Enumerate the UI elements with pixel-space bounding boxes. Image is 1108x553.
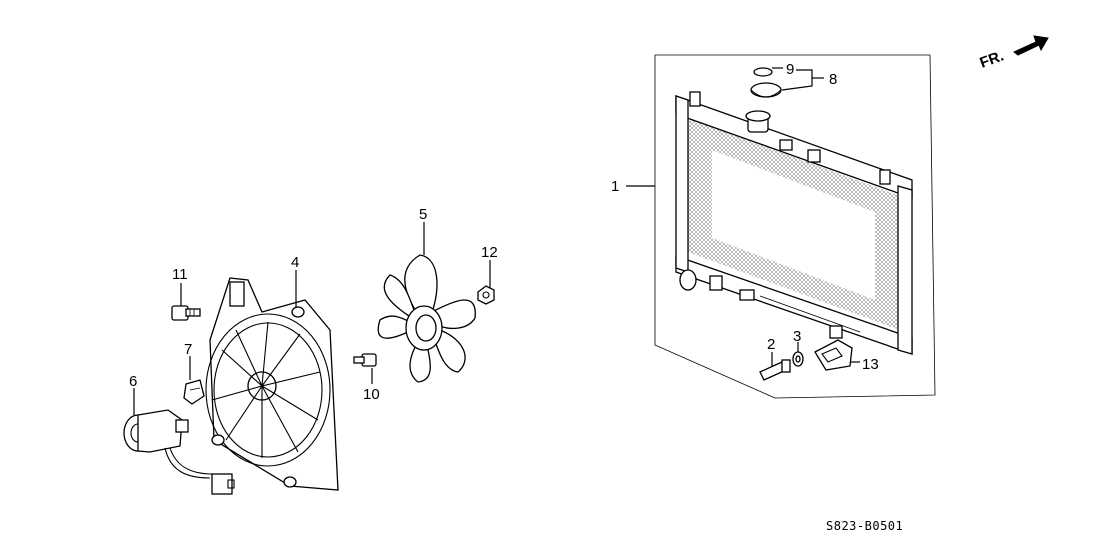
callout-7: 7 xyxy=(184,341,192,358)
callout-6: 6 xyxy=(129,373,137,390)
radiator xyxy=(675,91,913,355)
fan-shroud xyxy=(205,277,339,491)
flange-nut xyxy=(477,285,495,305)
callout-1: 1 xyxy=(611,178,619,195)
callout-5: 5 xyxy=(419,206,427,223)
radiator-cap xyxy=(750,67,782,98)
flange-bolt-10 xyxy=(353,353,377,367)
callout-13: 13 xyxy=(862,356,879,373)
wire-clip xyxy=(183,379,205,405)
front-arrow-icon xyxy=(1013,35,1049,56)
callout-10: 10 xyxy=(363,386,380,403)
fan-motor xyxy=(123,409,235,495)
drain-plug xyxy=(759,359,791,381)
callout-3: 3 xyxy=(793,328,801,345)
callout-9: 9 xyxy=(786,61,794,78)
callout-12: 12 xyxy=(481,244,498,261)
callout-8: 8 xyxy=(829,71,837,88)
cooling-fan-blade xyxy=(377,254,476,383)
flange-bolt-11 xyxy=(171,305,201,321)
callout-2: 2 xyxy=(767,336,775,353)
callout-11: 11 xyxy=(172,266,188,283)
radiator-cushion xyxy=(814,339,853,371)
callout-labels: 1 2 3 4 5 6 7 8 9 10 11 12 13 xyxy=(129,61,879,403)
leader-lines xyxy=(133,67,860,415)
front-direction-label: FR. xyxy=(978,48,1007,72)
callout-4: 4 xyxy=(291,254,299,271)
diagram-code: S823-B0501 xyxy=(826,519,903,533)
drain-washer xyxy=(792,351,804,367)
front-direction-marker: FR. xyxy=(978,35,1049,72)
radiator-group-outline xyxy=(654,54,936,399)
